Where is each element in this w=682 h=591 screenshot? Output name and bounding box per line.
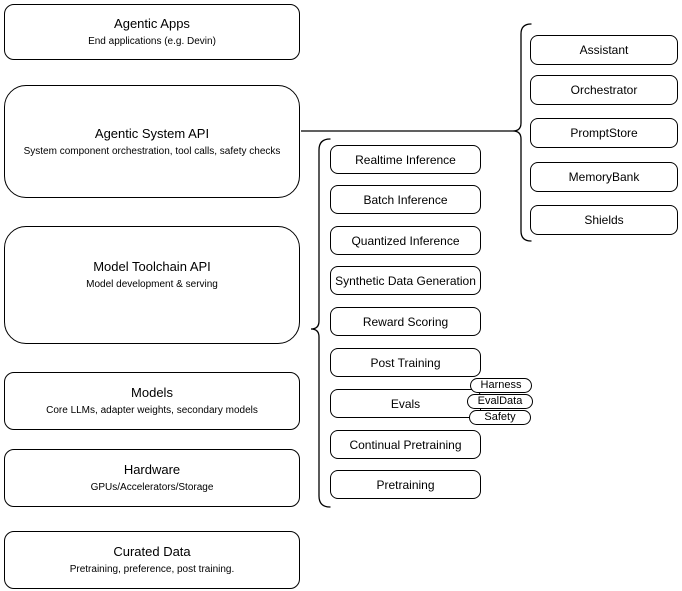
node-title: Models — [131, 385, 173, 400]
agentic-item-memorybank: MemoryBank — [530, 162, 678, 192]
node-title: Curated Data — [113, 544, 191, 559]
node-label: Evals — [390, 396, 421, 411]
node-title: Model Toolchain API — [93, 259, 211, 274]
node-label: Pretraining — [376, 477, 435, 492]
node-subtitle: Pretraining, preference, post training. — [69, 564, 235, 575]
tag-safety: Safety — [469, 410, 531, 425]
node-label: Orchestrator — [570, 83, 638, 97]
node-subtitle: Model development & serving — [86, 279, 218, 290]
tag-harness: Harness — [470, 378, 532, 393]
toolchain-group-brace — [310, 138, 331, 508]
toolchain-item-pretraining: Pretraining — [330, 470, 481, 499]
toolchain-item-quantized-inference: Quantized Inference — [330, 226, 481, 255]
node-label: Post Training — [370, 355, 441, 370]
node-label: Assistant — [579, 43, 629, 57]
node-models: Models Core LLMs, adapter weights, secon… — [4, 372, 300, 430]
agentic-item-promptstore: PromptStore — [530, 118, 678, 148]
node-label: Batch Inference — [363, 192, 448, 207]
toolchain-item-post-training: Post Training — [330, 348, 481, 377]
node-subtitle: End applications (e.g. Devin) — [88, 36, 216, 47]
node-label: MemoryBank — [568, 170, 640, 184]
node-label: Synthetic Data Generation — [335, 273, 476, 288]
toolchain-item-batch-inference: Batch Inference — [330, 185, 481, 214]
toolchain-item-evals: Evals — [330, 389, 481, 418]
node-label: Shields — [584, 213, 624, 227]
agentic-group-brace — [512, 23, 532, 242]
node-label: Continual Pretraining — [349, 437, 462, 452]
toolchain-item-synthetic-data-generation: Synthetic Data Generation — [330, 266, 481, 295]
node-model-toolchain-api: Model Toolchain API Model development & … — [4, 226, 300, 344]
node-title: Agentic System API — [94, 125, 210, 141]
tag-evaldata: EvalData — [467, 394, 533, 409]
node-subtitle: Core LLMs, adapter weights, secondary mo… — [46, 405, 258, 416]
node-label: PromptStore — [570, 126, 638, 140]
node-subtitle: GPUs/Accelerators/Storage — [90, 482, 214, 493]
node-label: Realtime Inference — [355, 152, 456, 167]
node-curated-data: Curated Data Pretraining, preference, po… — [4, 531, 300, 589]
node-title: Agentic Apps — [114, 16, 190, 31]
toolchain-item-realtime-inference: Realtime Inference — [330, 145, 481, 174]
node-title: Hardware — [123, 462, 181, 477]
agentic-item-assistant: Assistant — [530, 35, 678, 65]
node-label: Quantized Inference — [351, 233, 460, 248]
node-agentic-apps: Agentic Apps End applications (e.g. Devi… — [4, 4, 300, 60]
node-label: Reward Scoring — [362, 314, 449, 329]
node-hardware: Hardware GPUs/Accelerators/Storage — [4, 449, 300, 507]
agentic-item-orchestrator: Orchestrator — [530, 75, 678, 105]
toolchain-item-reward-scoring: Reward Scoring — [330, 307, 481, 336]
agentic-item-shields: Shields — [530, 205, 678, 235]
node-subtitle: System component orchestration, tool cal… — [23, 145, 281, 157]
node-agentic-system-api: Agentic System API System component orch… — [4, 85, 300, 198]
toolchain-item-continual-pretraining: Continual Pretraining — [330, 430, 481, 459]
